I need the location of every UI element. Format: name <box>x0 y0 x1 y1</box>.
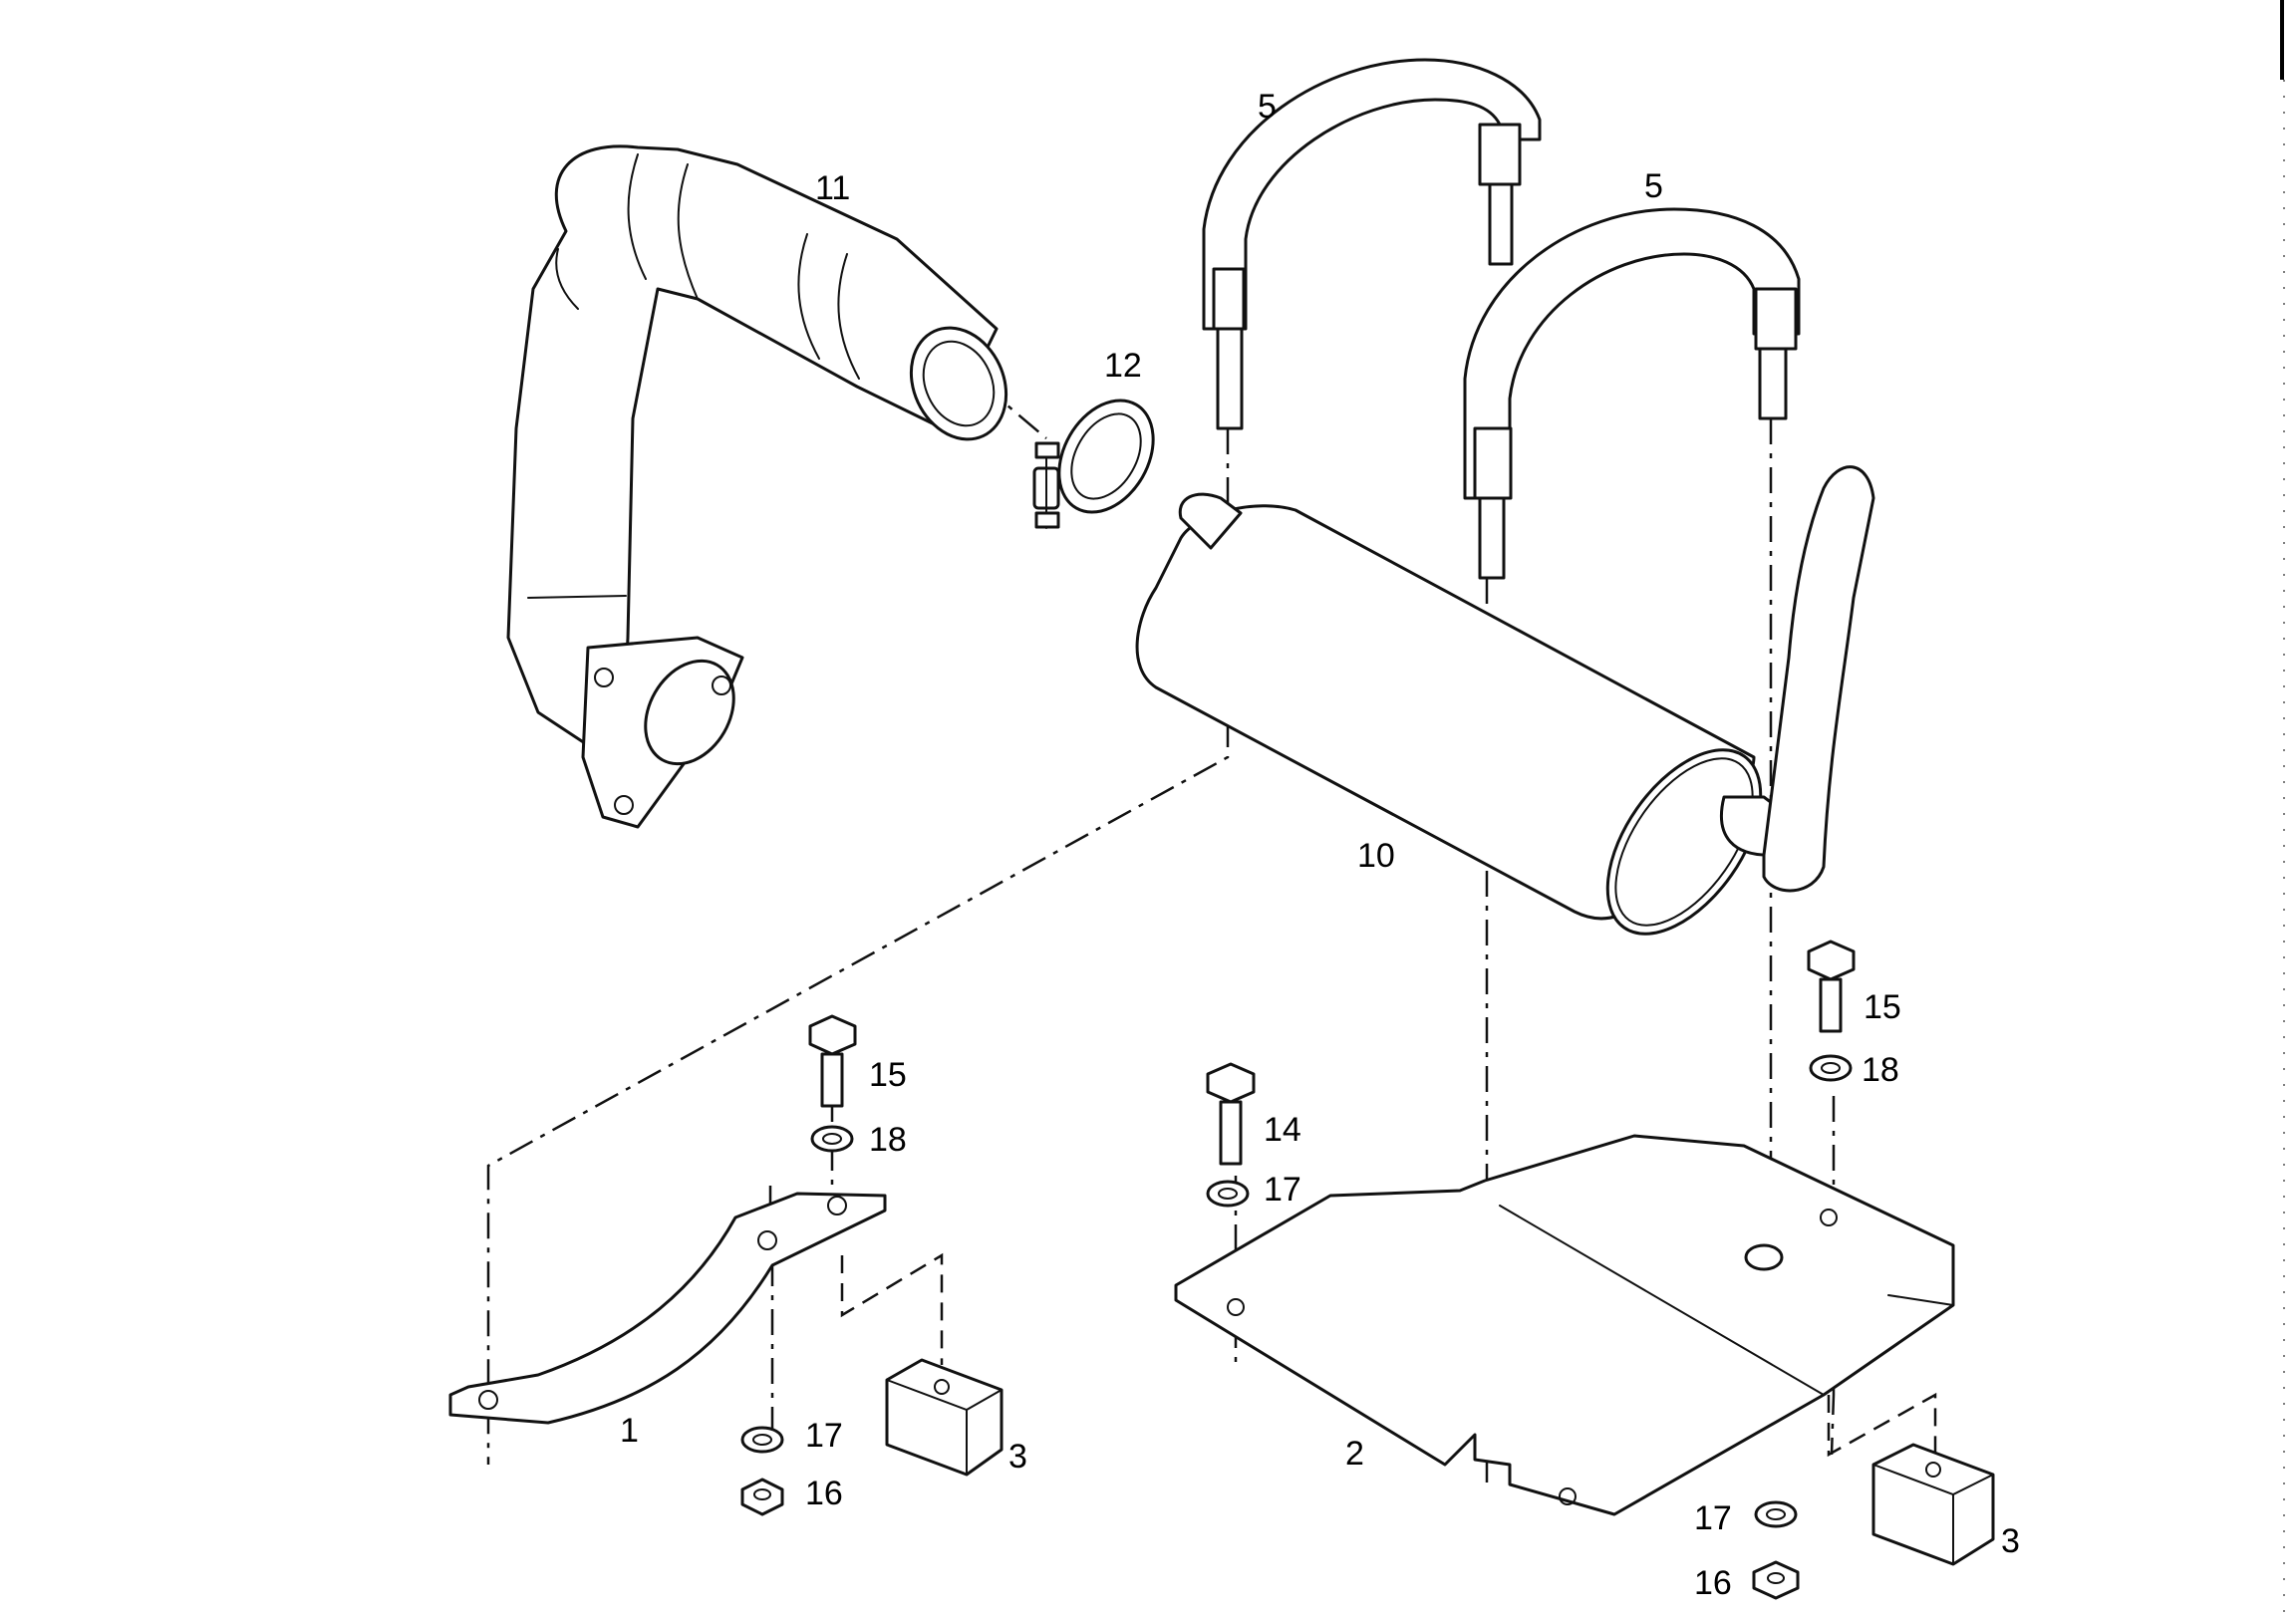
nut-left <box>740 1478 784 1516</box>
callout-washer-left-lower: 17 <box>805 1417 843 1455</box>
callout-labels: 1 2 3 3 5 5 10 11 12 14 15 15 16 16 17 1… <box>620 88 2020 1602</box>
washer-right-upper <box>1809 1054 1853 1082</box>
callout-washer-left-upper: 18 <box>869 1121 907 1159</box>
u-bolt-right <box>1463 207 1801 580</box>
callout-nut-left: 16 <box>805 1475 843 1512</box>
exhaust-pipe <box>506 144 1008 829</box>
nut-right <box>1752 1560 1800 1600</box>
callout-u-bolt-right: 5 <box>1644 167 1663 205</box>
leader-block-left <box>840 1252 944 1365</box>
callout-nut-right: 16 <box>1694 1564 1732 1602</box>
callout-bracket-left: 1 <box>620 1412 639 1450</box>
callout-block-right: 3 <box>2001 1522 2020 1560</box>
plate-right <box>1174 1134 1955 1516</box>
callout-washer-right-upper: 18 <box>1862 1051 1899 1089</box>
bolt-mid <box>1206 1062 1256 1166</box>
washer-mid <box>1206 1180 1250 1208</box>
block-right <box>1871 1443 1995 1566</box>
callout-bolt-left: 15 <box>869 1056 907 1094</box>
callout-exhaust-pipe: 11 <box>815 169 850 207</box>
clamp <box>1032 399 1155 529</box>
bolt-right <box>1807 940 1856 1033</box>
u-bolt-left <box>1202 58 1542 430</box>
callout-washer-mid: 17 <box>1264 1171 1301 1209</box>
callout-clamp: 12 <box>1104 347 1142 385</box>
callout-bolt-right: 15 <box>1864 988 1901 1026</box>
callout-muffler: 10 <box>1357 837 1395 875</box>
callout-plate: 2 <box>1345 1435 1364 1473</box>
callout-washer-right-lower: 17 <box>1694 1499 1732 1537</box>
washer-left-upper <box>810 1125 854 1153</box>
callout-u-bolt-left: 5 <box>1258 88 1277 126</box>
leader-block-right <box>1827 1392 1937 1465</box>
callout-block-left: 3 <box>1008 1438 1027 1476</box>
block-left <box>885 1358 1004 1477</box>
bolt-left <box>808 1014 857 1108</box>
washer-left-lower <box>740 1426 784 1454</box>
callout-bolt-mid: 14 <box>1264 1111 1301 1149</box>
washer-right-lower <box>1754 1500 1798 1528</box>
bracket-left <box>448 1192 887 1425</box>
muffler <box>1135 465 1875 936</box>
